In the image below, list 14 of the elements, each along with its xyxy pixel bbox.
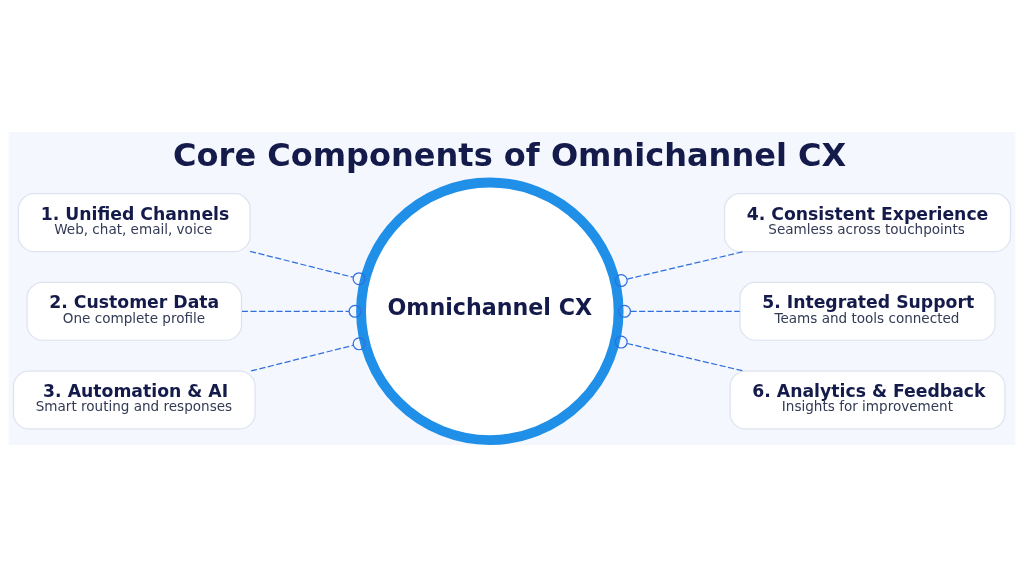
node-box: 5. Integrated Support Teams and tools connected [739, 281, 996, 341]
node-box: 2. Customer Data One complete profile [26, 281, 243, 341]
node-box: 6. Analytics & Feedback Insights for improvement [729, 369, 1006, 430]
connector [618, 304, 741, 318]
connector [614, 250, 745, 287]
node-box: 1. Unified Channels Web, chat, email, voice [17, 192, 251, 252]
connector [241, 304, 362, 318]
node-box: 4. Consistent Experience Seamless across touchpoints [723, 192, 1012, 252]
connector [614, 335, 745, 372]
connector [249, 250, 366, 285]
node-box: 3. Automation & AI Smart routing and responses [12, 369, 256, 430]
diagram-title: Core Components of Omnichannel CX [173, 135, 847, 174]
node-circle: Omnichannel CX [356, 177, 624, 445]
connector [250, 336, 366, 372]
